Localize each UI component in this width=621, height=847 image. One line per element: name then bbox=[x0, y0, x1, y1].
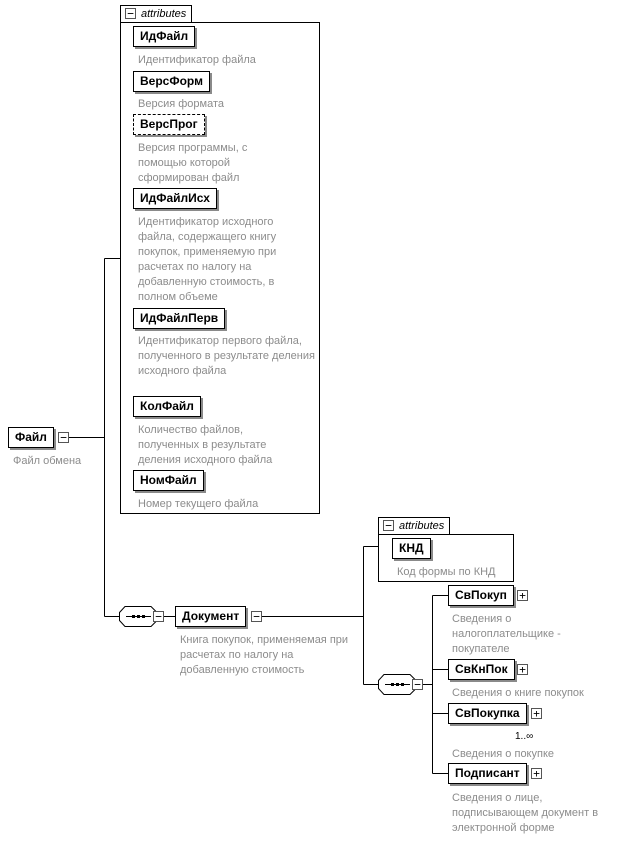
child-element-label: СвПокупка bbox=[455, 706, 520, 720]
attribute-desc: Идентификатор исходного файла, содержаще… bbox=[138, 216, 277, 303]
plus-box-icon[interactable]: + bbox=[517, 590, 528, 601]
document-element-label: Документ bbox=[182, 609, 240, 623]
attribute-label: КолФайл bbox=[140, 399, 194, 413]
minus-box-icon[interactable]: − bbox=[251, 611, 262, 622]
plus-box-icon[interactable]: + bbox=[517, 664, 528, 675]
root-element-label: Файл bbox=[15, 430, 47, 444]
attribute-desc: Идентификатор файла bbox=[138, 54, 256, 66]
child-element-label: Подписант bbox=[455, 766, 520, 780]
root-element-desc: Файл обмена bbox=[13, 455, 82, 467]
attribute-label: ИдФайлПерв bbox=[140, 311, 219, 325]
attribute-node[interactable]: НомФайл bbox=[133, 470, 204, 491]
attribute-desc: Идентификатор первого файла, полученного… bbox=[138, 335, 315, 377]
attribute-node[interactable]: КолФайл bbox=[133, 396, 201, 417]
child-element-node[interactable]: СвКнПок bbox=[448, 659, 515, 680]
attributes-tab-label: attributes bbox=[141, 8, 187, 20]
child-element-label: СвКнПок bbox=[455, 662, 508, 676]
child-element-desc: Сведения о налогоплательщике - покупател… bbox=[452, 613, 561, 655]
minus-box-icon[interactable]: − bbox=[412, 679, 423, 690]
file-attributes-tab[interactable]: − attributes bbox=[120, 5, 192, 22]
plus-box-icon[interactable]: + bbox=[531, 708, 542, 719]
cardinality-label: 1..∞ bbox=[515, 731, 534, 742]
attribute-label: ВерсФорм bbox=[140, 74, 203, 88]
child-element-node[interactable]: Подписант bbox=[448, 763, 527, 784]
attribute-node[interactable]: КНД bbox=[392, 538, 431, 559]
file-attributes-box bbox=[120, 22, 320, 514]
attribute-node[interactable]: ИдФайлПерв bbox=[133, 308, 226, 329]
child-element-node[interactable]: СвПокуп bbox=[448, 585, 514, 606]
attribute-label: НомФайл bbox=[140, 473, 197, 487]
document-element-node[interactable]: Документ bbox=[175, 606, 247, 627]
plus-box-icon[interactable]: + bbox=[531, 768, 542, 779]
attribute-label: КНД bbox=[399, 541, 424, 555]
child-element-node[interactable]: СвПокупка bbox=[448, 703, 527, 724]
attribute-node[interactable]: ВерсФорм bbox=[133, 71, 210, 92]
child-element-desc: Сведения о покупке bbox=[452, 748, 555, 760]
attribute-label: ИдФайл bbox=[140, 29, 189, 43]
attribute-desc: Номер текущего файла bbox=[138, 498, 259, 510]
minus-box-icon[interactable]: − bbox=[383, 520, 394, 531]
attribute-desc: Код формы по КНД bbox=[397, 566, 496, 578]
child-element-desc: Сведения о книге покупок bbox=[452, 687, 584, 699]
attribute-desc: Версия формата bbox=[138, 98, 224, 110]
attributes-tab-label: attributes bbox=[399, 520, 445, 532]
attribute-label: ВерсПрог bbox=[140, 117, 198, 131]
minus-box-icon[interactable]: − bbox=[125, 8, 136, 19]
sequence-icon[interactable] bbox=[378, 674, 424, 696]
minus-box-icon[interactable]: − bbox=[153, 611, 164, 622]
attribute-desc: Версия программы, с помощью которой сфор… bbox=[138, 142, 248, 184]
attribute-node-optional[interactable]: ВерсПрог bbox=[133, 114, 205, 135]
minus-box-icon[interactable]: − bbox=[58, 432, 69, 443]
document-element-desc: Книга покупок, применяемая при расчетах … bbox=[180, 634, 349, 676]
sequence-icon[interactable] bbox=[119, 606, 165, 628]
attribute-node[interactable]: ИдФайлИсх bbox=[133, 188, 217, 209]
root-element-node[interactable]: Файл bbox=[8, 427, 54, 448]
attribute-desc: Количество файлов, полученных в результа… bbox=[138, 424, 273, 466]
attribute-node[interactable]: ИдФайл bbox=[133, 26, 196, 47]
document-attributes-tab[interactable]: − attributes bbox=[378, 517, 450, 534]
attribute-label: ИдФайлИсх bbox=[140, 191, 210, 205]
child-element-desc: Сведения о лице, подписывающем документ … bbox=[452, 792, 599, 834]
child-element-label: СвПокуп bbox=[455, 588, 507, 602]
